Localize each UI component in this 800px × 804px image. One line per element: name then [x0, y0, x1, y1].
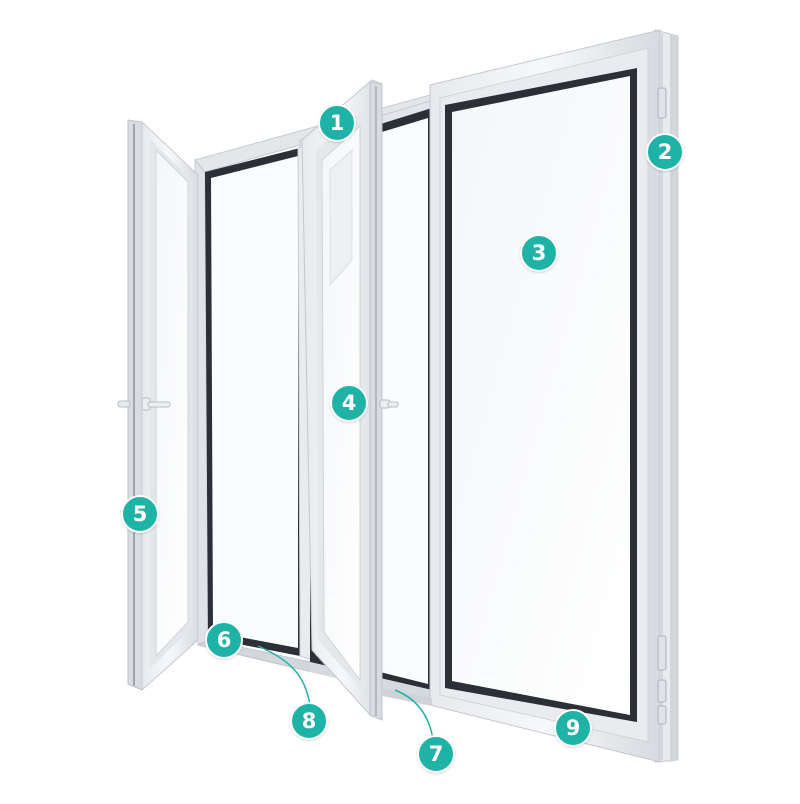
callout-2: 2 [646, 133, 684, 171]
callout-4: 4 [330, 384, 368, 422]
callout-label: 8 [301, 708, 317, 733]
callout-label: 4 [341, 390, 357, 415]
callout-label: 2 [657, 139, 673, 164]
hinge-icon [657, 87, 667, 725]
leader-line-7 [394, 689, 434, 741]
callout-3: 3 [520, 234, 558, 272]
callout-8: 8 [290, 702, 328, 740]
callout-9: 9 [554, 709, 592, 747]
callout-label: 9 [565, 715, 581, 740]
handle-icon [117, 397, 171, 411]
callout-5: 5 [121, 495, 159, 533]
leader-lines [257, 645, 434, 741]
callout-label: 3 [531, 240, 547, 265]
leader-line-8 [257, 645, 311, 706]
callout-label: 6 [216, 627, 232, 652]
callout-label: 1 [329, 110, 345, 135]
callout-label: 7 [428, 741, 444, 766]
callout-1: 1 [318, 104, 356, 142]
callout-7: 7 [417, 735, 455, 773]
callout-6: 6 [205, 621, 243, 659]
callout-label: 5 [132, 501, 148, 526]
right-sash [429, 29, 661, 763]
handle-icon [379, 399, 399, 409]
